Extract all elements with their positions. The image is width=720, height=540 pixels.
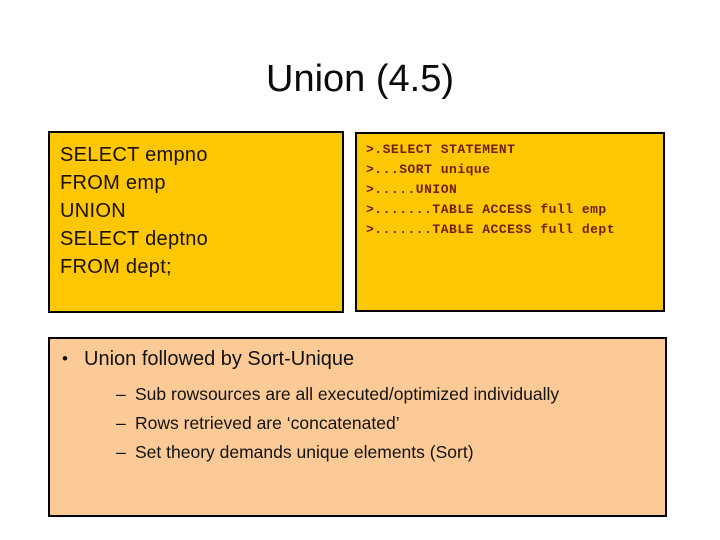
sub-bullet-text: Set theory demands unique elements (Sort… xyxy=(135,442,474,462)
sub-bullet-list: – Sub rowsources are all executed/optimi… xyxy=(50,380,665,467)
sql-line: FROM emp xyxy=(60,172,166,194)
sub-bullet-text: Rows retrieved are ‘concatenated’ xyxy=(135,413,400,433)
sql-line: SELECT empno xyxy=(60,144,208,166)
dash-marker: – xyxy=(116,413,126,433)
bullet-line: • Union followed by Sort-Unique xyxy=(50,346,665,372)
slide-title: Union (4.5) xyxy=(266,58,454,100)
plan-line: >...SORT unique xyxy=(366,162,491,177)
plan-line: >.....UNION xyxy=(366,182,458,197)
bullet-heading: Union followed by Sort-Unique xyxy=(84,348,355,370)
sub-bullet-line: – Rows retrieved are ‘concatenated’ xyxy=(50,409,665,438)
plan-line: >.SELECT STATEMENT xyxy=(366,142,516,157)
bullet-marker: • xyxy=(62,349,68,368)
plan-line: >.......TABLE ACCESS full dept xyxy=(366,222,616,237)
sub-bullet-line: – Sub rowsources are all executed/optimi… xyxy=(50,380,665,409)
sub-bullet-text: Sub rowsources are all executed/optimize… xyxy=(135,384,560,404)
notes-box: • Union followed by Sort-Unique – Sub ro… xyxy=(48,337,667,517)
dash-marker: – xyxy=(116,442,126,462)
sql-line: FROM dept; xyxy=(60,256,172,278)
sql-line: SELECT deptno xyxy=(60,228,209,250)
sql-line: UNION xyxy=(60,200,126,222)
dash-marker: – xyxy=(116,384,126,404)
sub-bullet-line: – Set theory demands unique elements (So… xyxy=(50,438,665,467)
sql-query-box: SELECT empno FROM emp UNION SELECT deptn… xyxy=(48,131,344,313)
explain-plan-box: >.SELECT STATEMENT >...SORT unique >....… xyxy=(355,132,665,312)
plan-line: >.......TABLE ACCESS full emp xyxy=(366,202,607,217)
